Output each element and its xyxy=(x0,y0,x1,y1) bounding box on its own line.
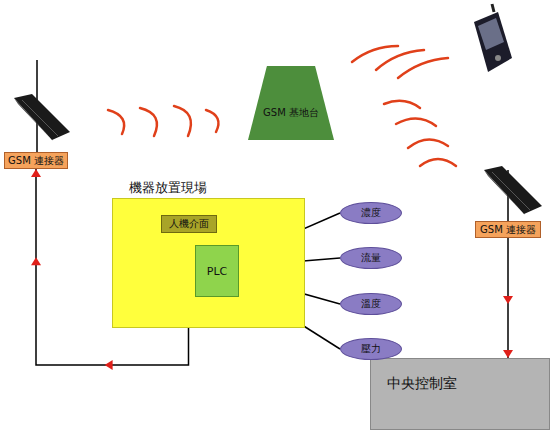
sensor-oval: 壓力 xyxy=(340,338,402,360)
radio-waves xyxy=(108,46,456,166)
antenna-panel xyxy=(484,166,542,216)
node-label: GSM 基地台 xyxy=(263,106,319,120)
node-label: 流量 xyxy=(361,251,381,265)
sensor-oval: 溫度 xyxy=(340,293,402,315)
node-label: PLC xyxy=(207,265,227,278)
connector-label: GSM 連接器 xyxy=(4,152,68,169)
node-label: 溫度 xyxy=(361,297,381,311)
node-label: 壓力 xyxy=(361,342,381,356)
trapezoid-outline xyxy=(248,66,334,140)
arrowhead xyxy=(105,360,113,370)
arrowhead xyxy=(503,350,513,358)
site-box: 機器放置現場人機介面PLC xyxy=(112,198,305,328)
connector xyxy=(503,238,513,358)
site-heading: 機器放置現場 xyxy=(129,179,207,197)
arrowhead xyxy=(31,257,41,265)
connector-label: GSM 連接器 xyxy=(475,221,541,238)
node-label: 人機介面 xyxy=(169,217,209,231)
base-station: GSM 基地台 xyxy=(248,66,334,140)
arrowhead xyxy=(31,169,41,177)
mobile-phone xyxy=(474,4,512,72)
antenna-panel xyxy=(14,94,70,142)
sensor-oval: 流量 xyxy=(340,247,402,269)
plc-box: PLC xyxy=(195,245,239,297)
node-label: 中央控制室 xyxy=(387,375,457,393)
node-label: GSM 連接器 xyxy=(8,154,64,168)
node-label: GSM 連接器 xyxy=(480,223,536,237)
node-label: 濃度 xyxy=(361,206,381,220)
trapezoid-shape xyxy=(248,66,334,140)
control-room-box: 中央控制室 xyxy=(370,358,550,430)
arrowhead xyxy=(503,296,513,304)
hmi-box: 人機介面 xyxy=(161,215,217,233)
sensor-oval: 濃度 xyxy=(340,202,402,224)
